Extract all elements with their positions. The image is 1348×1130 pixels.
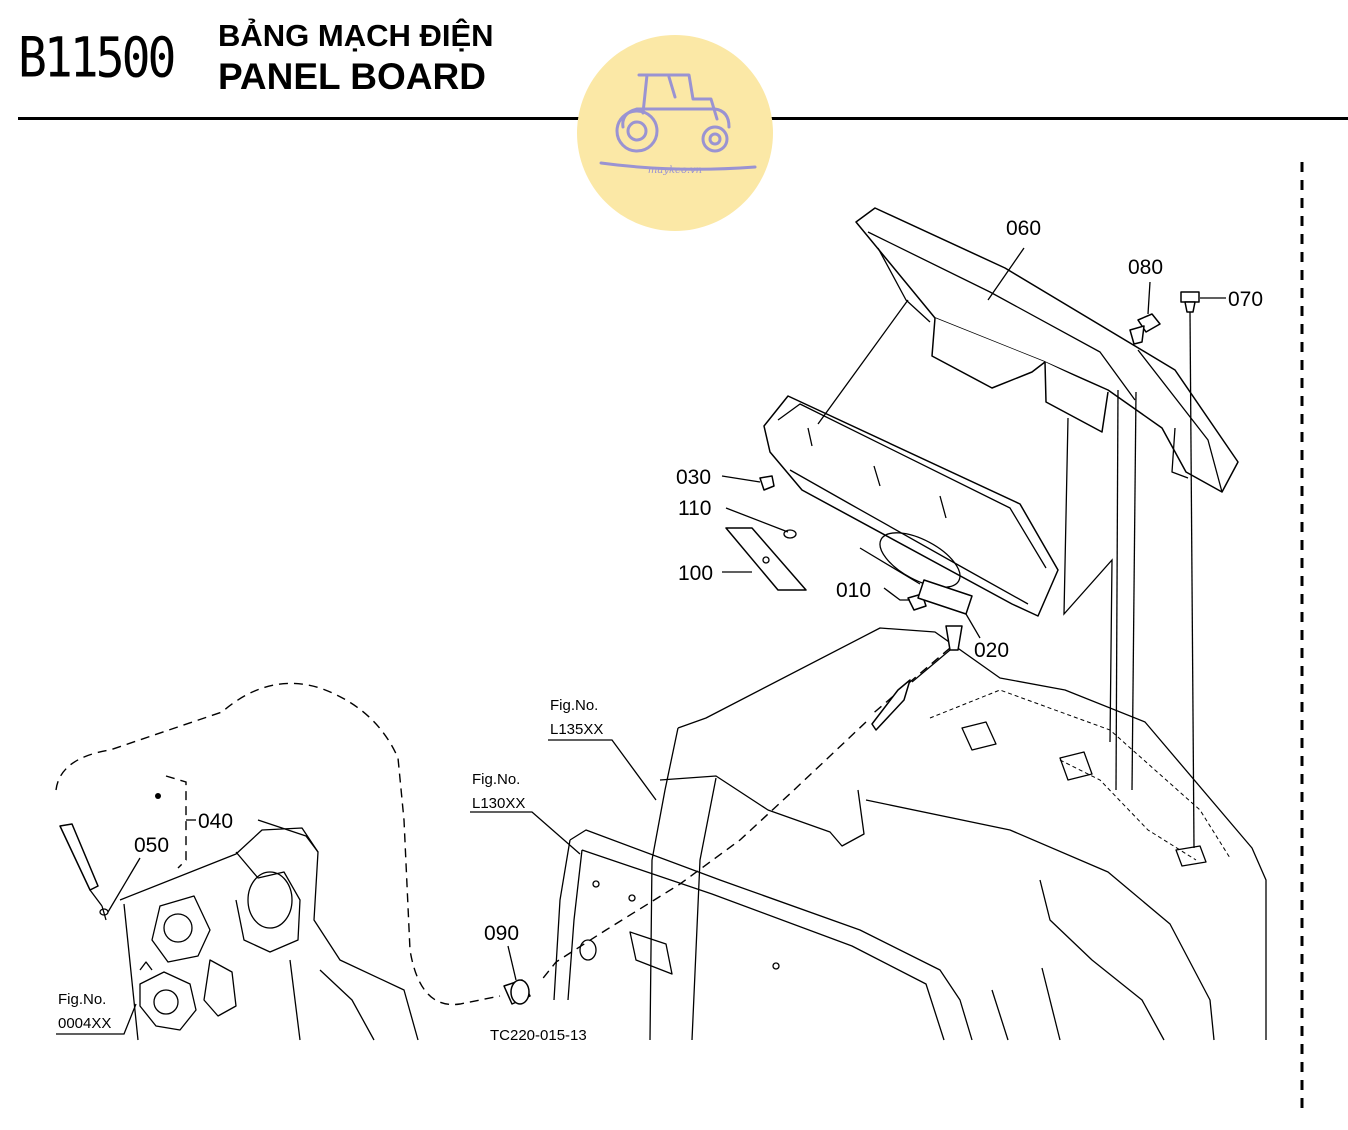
label-030: 030	[676, 466, 711, 489]
fig-ref-l135-code: L135XX	[550, 721, 603, 738]
fig-ref-l130-caption: Fig.No.	[472, 771, 520, 788]
label-070: 070	[1228, 288, 1263, 311]
part-030-screw	[759, 475, 775, 491]
fig-ref-l130-code: L130XX	[472, 795, 525, 812]
fig-ref-l135-caption: Fig.No.	[550, 697, 598, 714]
part-080-bolt	[1129, 313, 1161, 345]
label-080: 080	[1128, 256, 1163, 279]
part-040-marker	[155, 793, 161, 799]
transmission-housing	[119, 819, 419, 1041]
drawing-code: TC220-015-13	[490, 1027, 587, 1044]
label-110: 110	[678, 497, 711, 520]
front-panel-plate	[553, 829, 973, 1041]
page-title-english: PANEL BOARD	[218, 56, 486, 97]
label-010: 010	[836, 579, 871, 602]
label-060: 060	[1006, 217, 1041, 240]
part-070-screw	[1180, 291, 1200, 849]
part-100-plate	[725, 527, 807, 591]
label-100: 100	[678, 562, 713, 585]
leader-lines	[56, 247, 1226, 1035]
part-020-gasket	[917, 579, 973, 615]
fig-ref-0004-caption: Fig.No.	[58, 991, 106, 1008]
label-020: 020	[974, 639, 1009, 662]
section-code: B11500	[18, 26, 176, 91]
part-060-meter-cover	[855, 207, 1239, 493]
page-title-vietnamese: BẢNG MẠCH ĐIỆN	[218, 18, 494, 53]
fig-ref-0004-code: 0004XX	[58, 1015, 111, 1032]
part-meter-panel	[763, 395, 1059, 617]
watermark-text: maykeo.vn	[647, 165, 703, 176]
part-110-o-ring	[783, 529, 797, 539]
label-050: 050	[134, 834, 169, 857]
tractor-icon	[599, 73, 757, 171]
part-090-grommet	[503, 979, 531, 1005]
watermark-logo: maykeo.vn	[577, 35, 773, 231]
panel-housing	[649, 389, 1267, 1041]
label-040: 040	[198, 810, 233, 833]
label-090: 090	[484, 922, 519, 945]
